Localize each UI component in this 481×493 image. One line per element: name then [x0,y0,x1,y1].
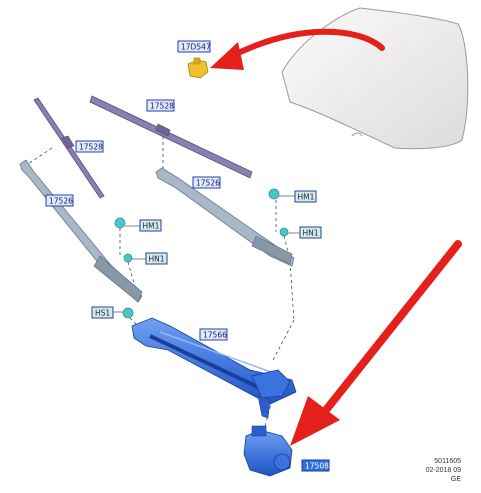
label-hs1: HS1 [91,306,123,319]
label-hm1-left: HM1 [125,219,162,232]
red-arrow-lower [322,240,462,414]
blade-left-label-text: 17528 [79,143,103,152]
wiper-motor [243,425,293,477]
windscreen-edge [351,132,363,137]
linkage-label-text: 17566 [203,331,227,340]
red-arrow-lower-head [290,396,340,446]
wiper-arm-right [155,167,295,267]
red-arrow-upper [229,28,385,59]
wiper-linkage [131,317,297,419]
windscreen [281,7,469,150]
wiper-blade-right [89,95,253,179]
nut-hm1-right-icon [268,188,280,200]
bolt-hs1-icon [122,307,134,319]
washer-pump-label-text: 17D547 [181,43,211,52]
label-blade-left: 17528 [75,140,104,153]
label-linkage: 17566 [199,328,228,341]
nut-hn1-right-icon [279,227,289,237]
arm-right-label-text: 17526 [196,179,220,188]
arm-left-label-text: 17526 [49,197,73,206]
footer-code: 5011605 [434,458,461,465]
nut-hn1-left-icon [123,253,133,263]
hn1-right-label-text: HN1 [303,229,319,238]
label-hm1-right: HM1 [279,190,317,203]
label-washer-pump: 17D547 [177,40,211,53]
wiper-blade-left [33,97,105,199]
label-blade-right: 17528 [146,99,175,112]
label-hn1-right: HN1 [288,226,322,239]
label-arm-right: 17526 [192,176,221,189]
hm1-right-label-text: HM1 [298,193,315,202]
wiper-arm-left [19,159,143,303]
label-motor: 17508 [301,459,330,472]
red-arrow-upper-head [210,42,244,70]
blade-right-label-text: 17528 [150,102,174,111]
hs1-label-text: HS1 [95,309,110,318]
motor-label-text: 17508 [305,462,329,471]
footer-region: GE [450,476,461,483]
label-hn1-left: HN1 [132,252,168,265]
footer-date: 02-2018 09 [425,467,461,474]
label-arm-left: 17526 [45,194,74,207]
nut-hm1-left-icon [114,217,126,229]
hn1-left-label-text: HN1 [149,255,165,264]
hm1-left-label-text: HM1 [143,222,160,231]
washer-pump [187,57,209,79]
